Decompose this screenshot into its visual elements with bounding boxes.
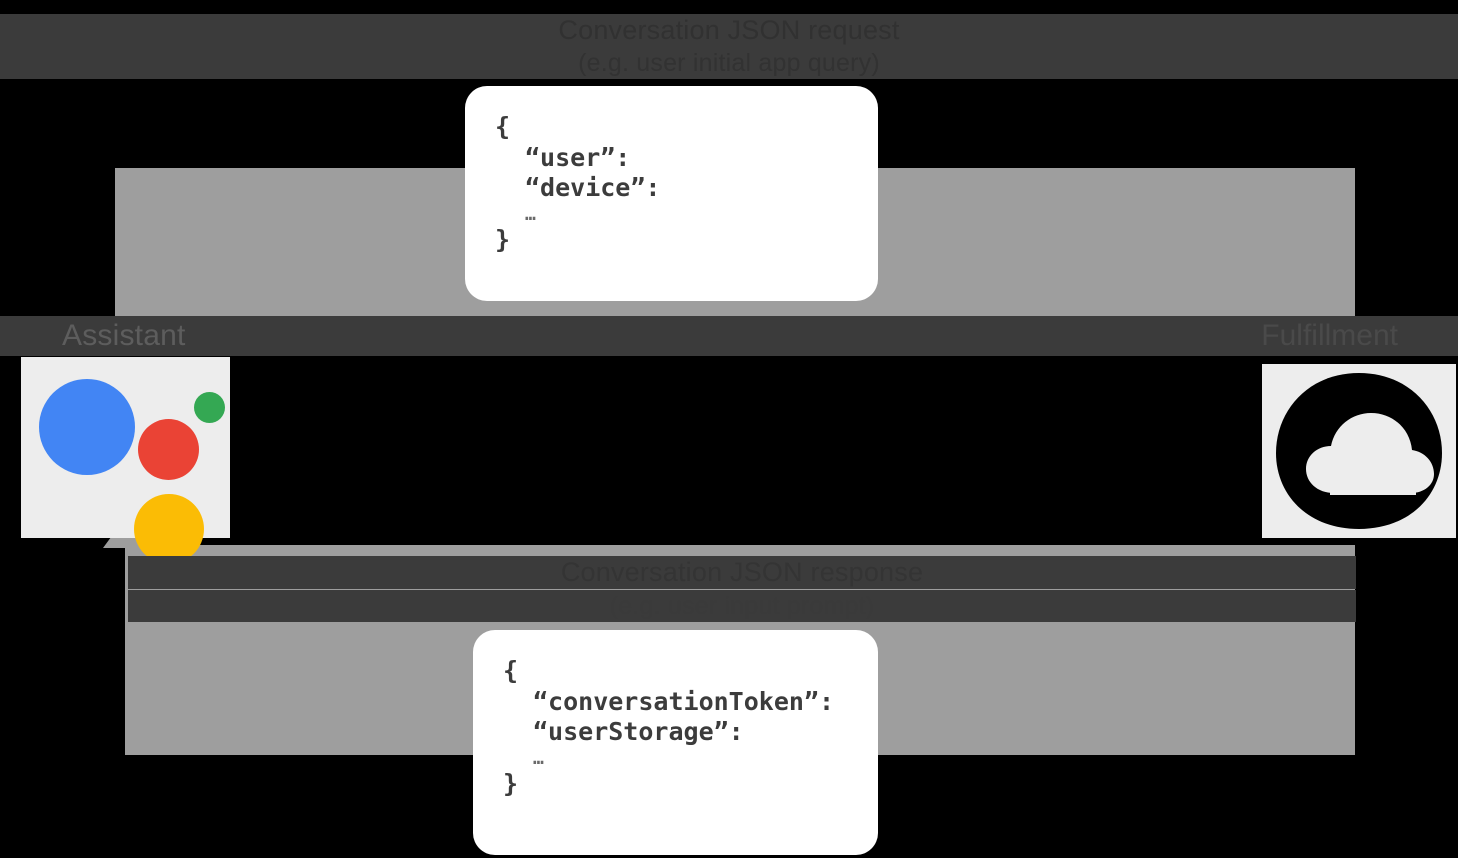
assistant-dot-red-icon [138,419,199,480]
request-json-open-brace: { [495,112,511,141]
assistant-label-band: Assistant [0,316,1458,356]
request-json-card: { “user”: “device”: … } [465,86,878,301]
response-json-close-brace: } [503,769,519,799]
request-title: Conversation JSON request [558,15,900,45]
assistant-dot-blue-icon [39,379,135,475]
cloud-glyph-icon [1276,373,1442,529]
assistant-dot-yellow-icon [134,494,204,564]
response-subtitle-band: (e.g. user input prompt) [128,590,1356,622]
response-json-key-user-storage: “userStorage”: [533,717,744,746]
request-json-ellipsis: … [525,203,538,225]
response-json-open-brace: { [503,656,519,685]
request-json-close-brace: } [495,225,511,255]
request-title-band: Conversation JSON request [0,14,1458,47]
response-json-card: { “conversationToken”: “userStorage”: … … [473,630,878,855]
cloud-icon[interactable] [1262,364,1456,538]
response-subtitle: (e.g. user input prompt) [609,591,875,620]
request-json-key-user: “user”: [525,142,631,172]
response-json-ellipsis: … [533,747,546,769]
request-subtitle: (e.g. user initial app query) [578,48,880,77]
request-subtitle-band: (e.g. user initial app query) [0,47,1458,79]
fulfillment-label: Fulfillment [1261,319,1398,352]
response-title-band: Conversation JSON response [128,556,1356,589]
response-json-key-conversation-token: “conversationToken”: [533,686,835,716]
response-title: Conversation JSON response [560,557,924,587]
diagram-title: Conversation JSON request / response flo… [0,0,1,1]
google-assistant-icon[interactable] [21,357,230,564]
assistant-label: Assistant [62,319,186,352]
request-json-key-device: “device”: [525,173,661,202]
assistant-dot-green-icon [194,392,225,423]
